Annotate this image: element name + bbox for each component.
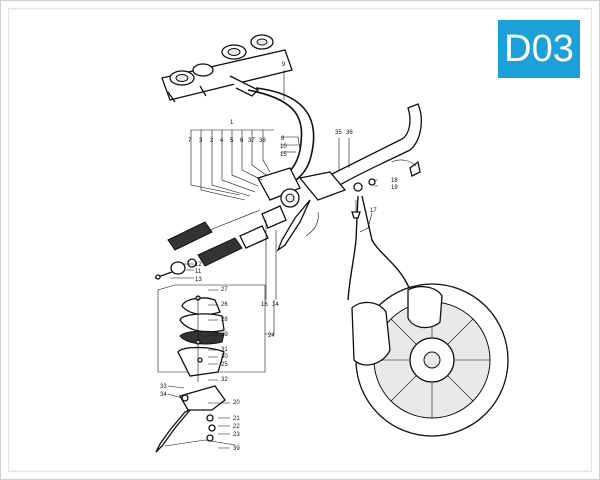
label-32: 32: [221, 377, 228, 383]
label-22: 22: [233, 424, 240, 430]
label-12: 12: [195, 262, 202, 268]
label-9: 9: [282, 62, 286, 68]
label-15: 15: [280, 152, 287, 158]
label-27: 27: [221, 287, 228, 293]
mirror-mount-parts: [351, 178, 376, 219]
label-7: 7: [188, 138, 192, 144]
label-14: 14: [272, 302, 279, 308]
diagram-code-badge: D03: [498, 20, 580, 78]
brake-disc-caliper: [347, 195, 509, 437]
label-28: 28: [221, 317, 228, 323]
label-10: 10: [280, 144, 287, 150]
label-26: 26: [221, 302, 228, 308]
label-3: 3: [199, 138, 203, 144]
label-31: 31: [221, 347, 228, 353]
label-36: 36: [346, 130, 353, 136]
label-29: 29: [221, 332, 228, 338]
label-30: 30: [221, 354, 228, 360]
label-6: 6: [240, 138, 244, 144]
part-number-labels: 9 1 7 3 2 4 5 6 37 38 8 10 15 35 36 18 1…: [160, 62, 398, 452]
label-35: 35: [335, 130, 342, 136]
label-39: 39: [233, 446, 240, 452]
label-17: 17: [370, 208, 377, 214]
label-33: 33: [160, 384, 167, 390]
label-5: 5: [230, 138, 234, 144]
label-37: 37: [248, 138, 255, 144]
label-11: 11: [195, 269, 202, 275]
label-13: 13: [195, 277, 202, 283]
label-21: 21: [233, 416, 240, 422]
master-cylinder-exploded-box: [157, 284, 266, 382]
label-16: 16: [261, 302, 268, 308]
throttle-grip-assembly: [167, 205, 287, 267]
handlebar: [329, 103, 422, 187]
diagram-panel: [8, 8, 592, 472]
label-19: 19: [391, 185, 398, 191]
label-1: 1: [230, 120, 234, 126]
leader-lines: [167, 70, 378, 449]
label-34: 34: [160, 392, 167, 398]
label-24: 24: [268, 333, 275, 339]
label-25: 25: [221, 362, 228, 368]
label-8: 8: [281, 136, 285, 142]
brake-lever-assembly: [155, 385, 236, 453]
label-2: 2: [210, 138, 214, 144]
label-4: 4: [220, 138, 224, 144]
label-18: 18: [391, 178, 398, 184]
label-20: 20: [233, 400, 240, 406]
bar-end-parts: [154, 258, 197, 280]
throttle-housing: [257, 167, 347, 252]
label-38: 38: [259, 138, 266, 144]
label-23: 23: [233, 432, 240, 438]
throttle-body-assembly: [161, 34, 293, 103]
